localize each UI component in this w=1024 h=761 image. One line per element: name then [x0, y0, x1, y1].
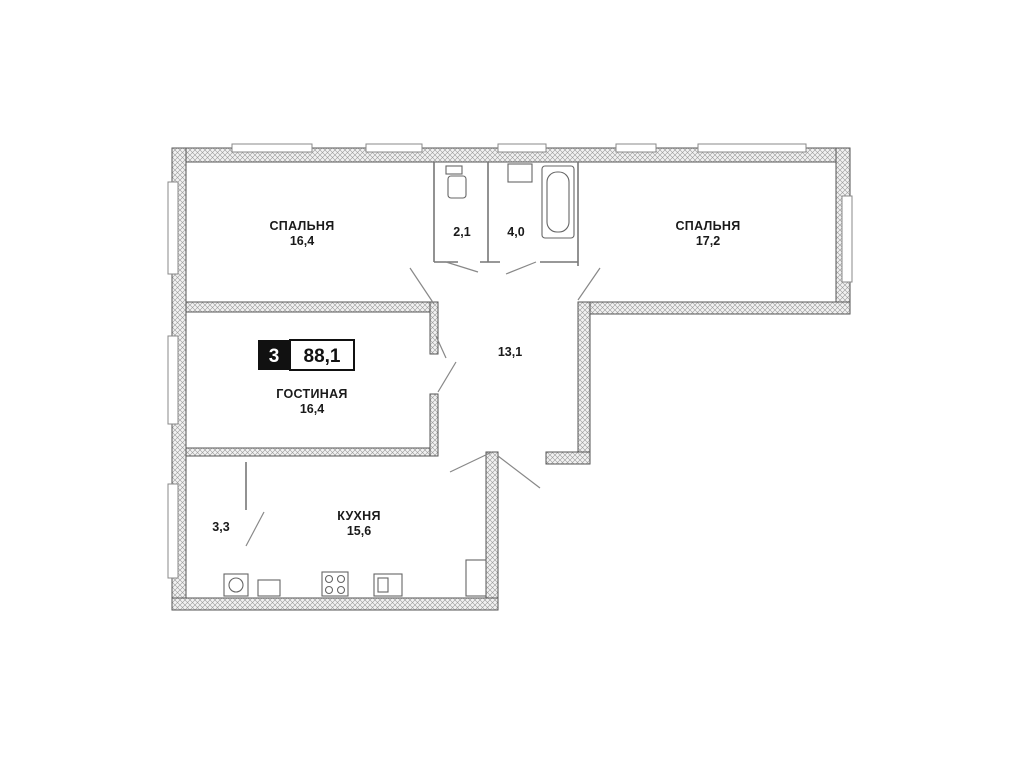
rooms-count-box	[258, 340, 290, 370]
room-labels: СПАЛЬНЯ 16,4 2,1 4,0 СПАЛЬНЯ 17,2 13,1 Г…	[212, 219, 740, 538]
fridge-icon	[465, 559, 487, 597]
bathroom-area: 4,0	[507, 225, 524, 239]
windows	[167, 143, 853, 579]
apartment-badge: 3 88,1	[258, 339, 355, 371]
kitchen-label: КУХНЯ	[337, 509, 381, 523]
bedroom-right-area: 17,2	[696, 234, 720, 248]
total-area-box	[289, 339, 355, 371]
rooms-count: 3	[269, 346, 280, 367]
wc-area: 2,1	[453, 225, 470, 239]
outer-walls	[171, 147, 851, 611]
bedroom-left-area: 16,4	[290, 234, 314, 248]
living-room-area: 16,4	[300, 402, 324, 416]
interior-walls	[185, 162, 579, 510]
toilet-icon	[445, 165, 463, 175]
bedroom-right-label: СПАЛЬНЯ	[675, 219, 740, 233]
hall-area: 13,1	[498, 345, 522, 359]
sink-icon	[507, 163, 533, 183]
boiler-icon	[257, 579, 281, 597]
toilet-bowl-icon	[447, 175, 467, 199]
living-room-label: ГОСТИНАЯ	[276, 387, 347, 401]
fixtures	[223, 163, 575, 597]
doors	[245, 261, 601, 547]
total-area: 88,1	[304, 346, 341, 367]
bedroom-left-label: СПАЛЬНЯ	[269, 219, 334, 233]
balcony-area: 3,3	[212, 520, 229, 534]
kitchen-area: 15,6	[347, 524, 371, 538]
